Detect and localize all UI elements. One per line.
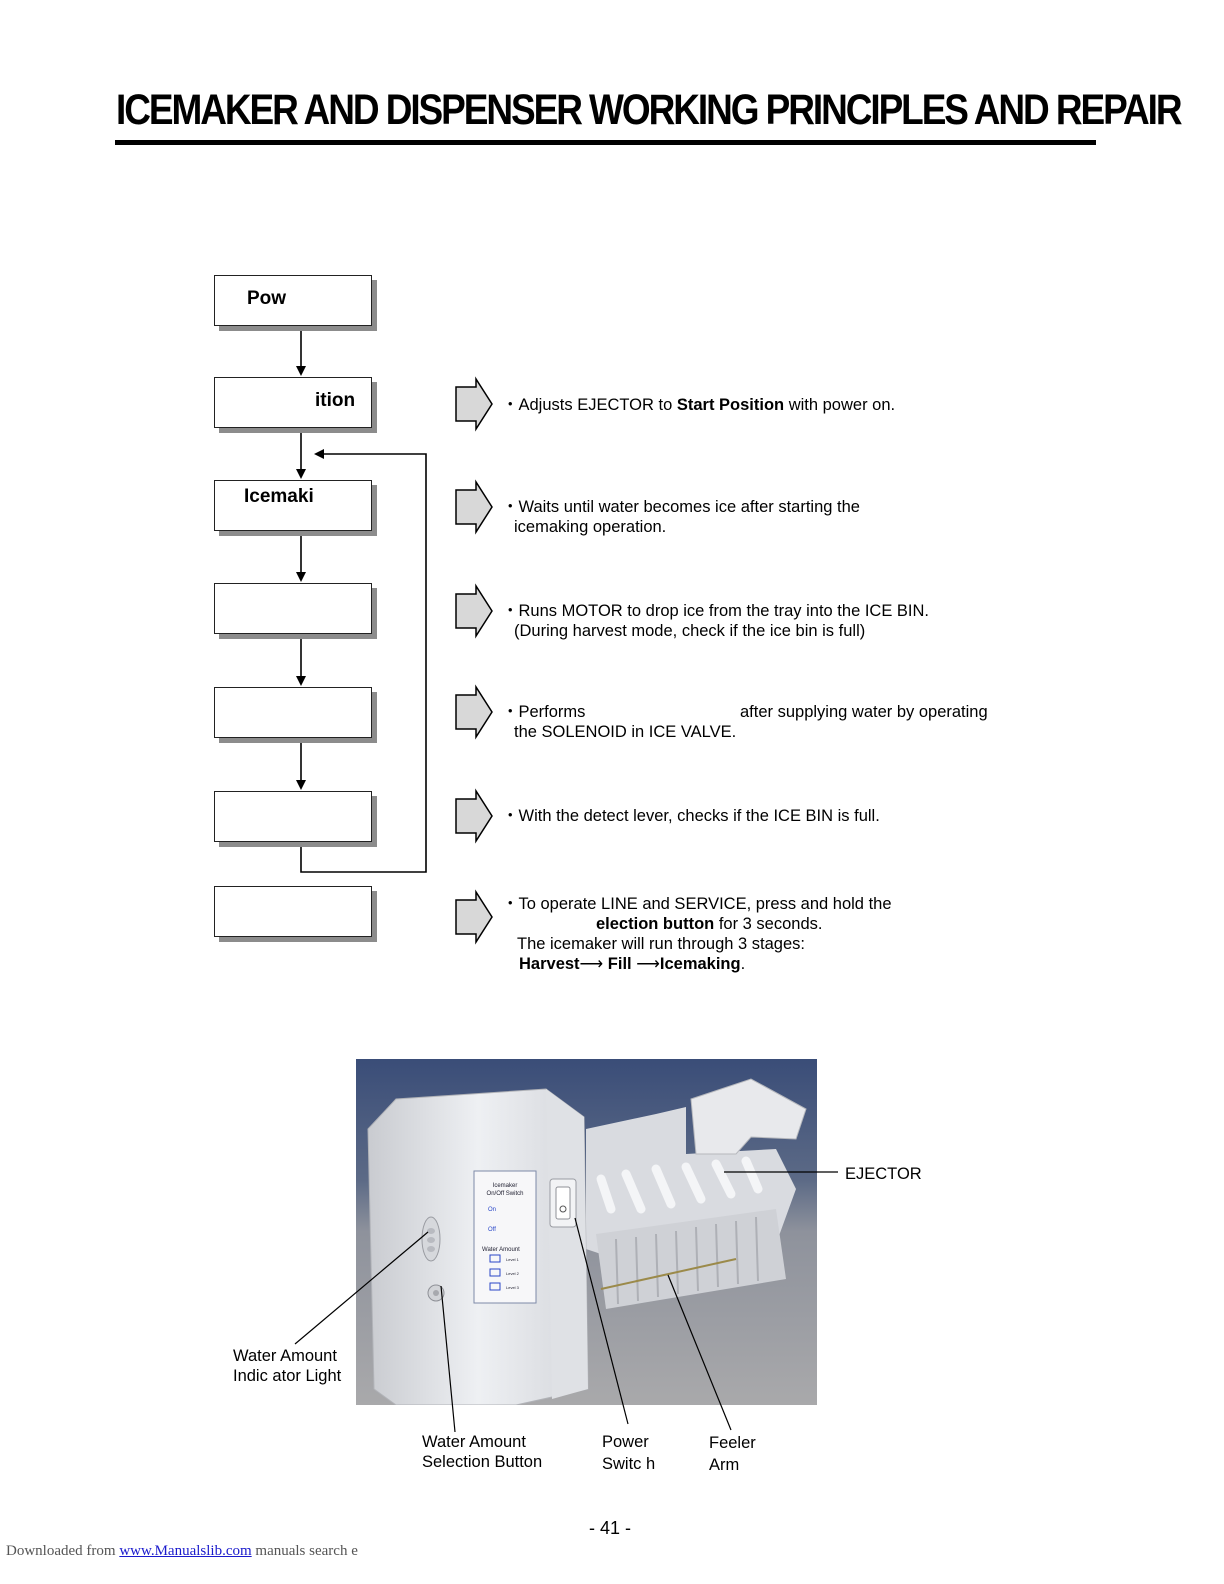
desc-text: for 3 seconds. (714, 915, 822, 933)
description-icemaking: ・Waits until water becomes ice after sta… (502, 497, 860, 537)
block-arrow-6 (456, 892, 492, 942)
flow-box-label: Pow (247, 288, 286, 310)
page-number: - 41 - (560, 1518, 660, 1539)
leader-water-light (295, 1232, 428, 1344)
desc-text: With the detect lever, checks if the ICE… (519, 807, 880, 825)
bullet: ・ (502, 498, 519, 516)
description-harvest: ・Runs MOTOR to drop ice from the tray in… (502, 601, 929, 641)
callout-feeler-arm: Feeler Arm (709, 1432, 756, 1476)
desc-text: Waits until water becomes ice after star… (519, 498, 860, 516)
callout-text: Switc h (602, 1453, 655, 1475)
description-test-mode: ・To operate LINE and SERVICE, press and … (502, 894, 892, 974)
stage-fill: Fill (608, 955, 632, 973)
description-fill: ・Performs after supplying water by operat… (502, 702, 1022, 742)
stage-harvest: Harvest (519, 955, 580, 973)
desc-bold-text: election button (596, 915, 714, 933)
callout-ejector: EJECTOR (845, 1164, 922, 1184)
bullet: ・ (502, 895, 519, 913)
callout-text: Power (602, 1431, 655, 1453)
flow-box-label: Icemaki (244, 486, 314, 508)
callout-power-switch: Power Switc h (602, 1431, 655, 1475)
description-ice-bin-check: ・With the detect lever, checks if the IC… (502, 806, 880, 826)
bullet: ・ (502, 807, 519, 825)
callout-water-amount-indicator: Water Amount Indic ator Light (233, 1346, 341, 1386)
desc-text: Adjusts EJECTOR to (519, 396, 677, 414)
callout-water-amount-button: Water Amount Selection Button (422, 1432, 542, 1472)
desc-text: To operate LINE and SERVICE, press and h… (519, 895, 892, 913)
stage-arrow: ⟶ (580, 955, 604, 973)
leader-power-switch (575, 1218, 628, 1424)
block-arrow-4 (456, 687, 492, 737)
footer-text: Downloaded from (6, 1543, 119, 1559)
leader-water-button (441, 1286, 455, 1432)
callout-text: Feeler (709, 1432, 756, 1454)
desc-text: Performs (519, 703, 586, 721)
manualslib-link[interactable]: www.Manualslib.com (119, 1543, 251, 1559)
flow-box-icemaking: Icemaki (214, 480, 372, 531)
stage-sequence: Harvest⟶ Fill ⟶Icemaking. (502, 954, 892, 974)
bullet: ・ (502, 602, 519, 620)
desc-text: The icemaker will run through 3 stages: (502, 934, 892, 954)
desc-text: after supplying water by operating (740, 702, 988, 722)
flow-box-start-position: ition (214, 377, 372, 428)
callout-text: Indic ator Light (233, 1366, 341, 1386)
footer-text: manuals search e (252, 1543, 358, 1559)
flow-box-test-mode (214, 886, 372, 937)
download-footer: Downloaded from www.Manualslib.com manua… (6, 1543, 358, 1560)
block-arrow-1 (456, 379, 492, 429)
stage-icemaking: Icemaking (660, 955, 741, 973)
block-arrows (456, 379, 492, 942)
description-start-position: ・Adjusts EJECTOR to Start Position with … (502, 395, 895, 415)
callout-text: Water Amount (422, 1432, 542, 1452)
callout-text: Selection Button (422, 1452, 542, 1472)
bullet: ・ (502, 396, 519, 414)
bullet: ・ (502, 703, 519, 721)
flow-box-ice-bin-check (214, 791, 372, 842)
callout-text: Arm (709, 1454, 756, 1476)
desc-bold-text: Start Position (677, 396, 784, 414)
desc-text: (During harvest mode, check if the ice b… (502, 621, 929, 641)
block-arrow-5 (456, 791, 492, 841)
callout-text: Water Amount (233, 1346, 341, 1366)
block-arrow-2 (456, 482, 492, 532)
leader-feeler-arm (668, 1275, 731, 1430)
stage-arrow: ⟶ (636, 955, 660, 973)
desc-text: the SOLENOID in ICE VALVE. (502, 722, 1022, 742)
block-arrow-3 (456, 586, 492, 636)
flow-box-label: ition (315, 390, 355, 412)
flow-box-power: Pow (214, 275, 372, 326)
desc-text: Runs MOTOR to drop ice from the tray int… (519, 602, 930, 620)
flow-box-fill (214, 687, 372, 738)
desc-text: with power on. (784, 396, 895, 414)
desc-text: icemaking operation. (502, 517, 860, 537)
desc-text: . (741, 955, 746, 973)
flow-box-harvest (214, 583, 372, 634)
